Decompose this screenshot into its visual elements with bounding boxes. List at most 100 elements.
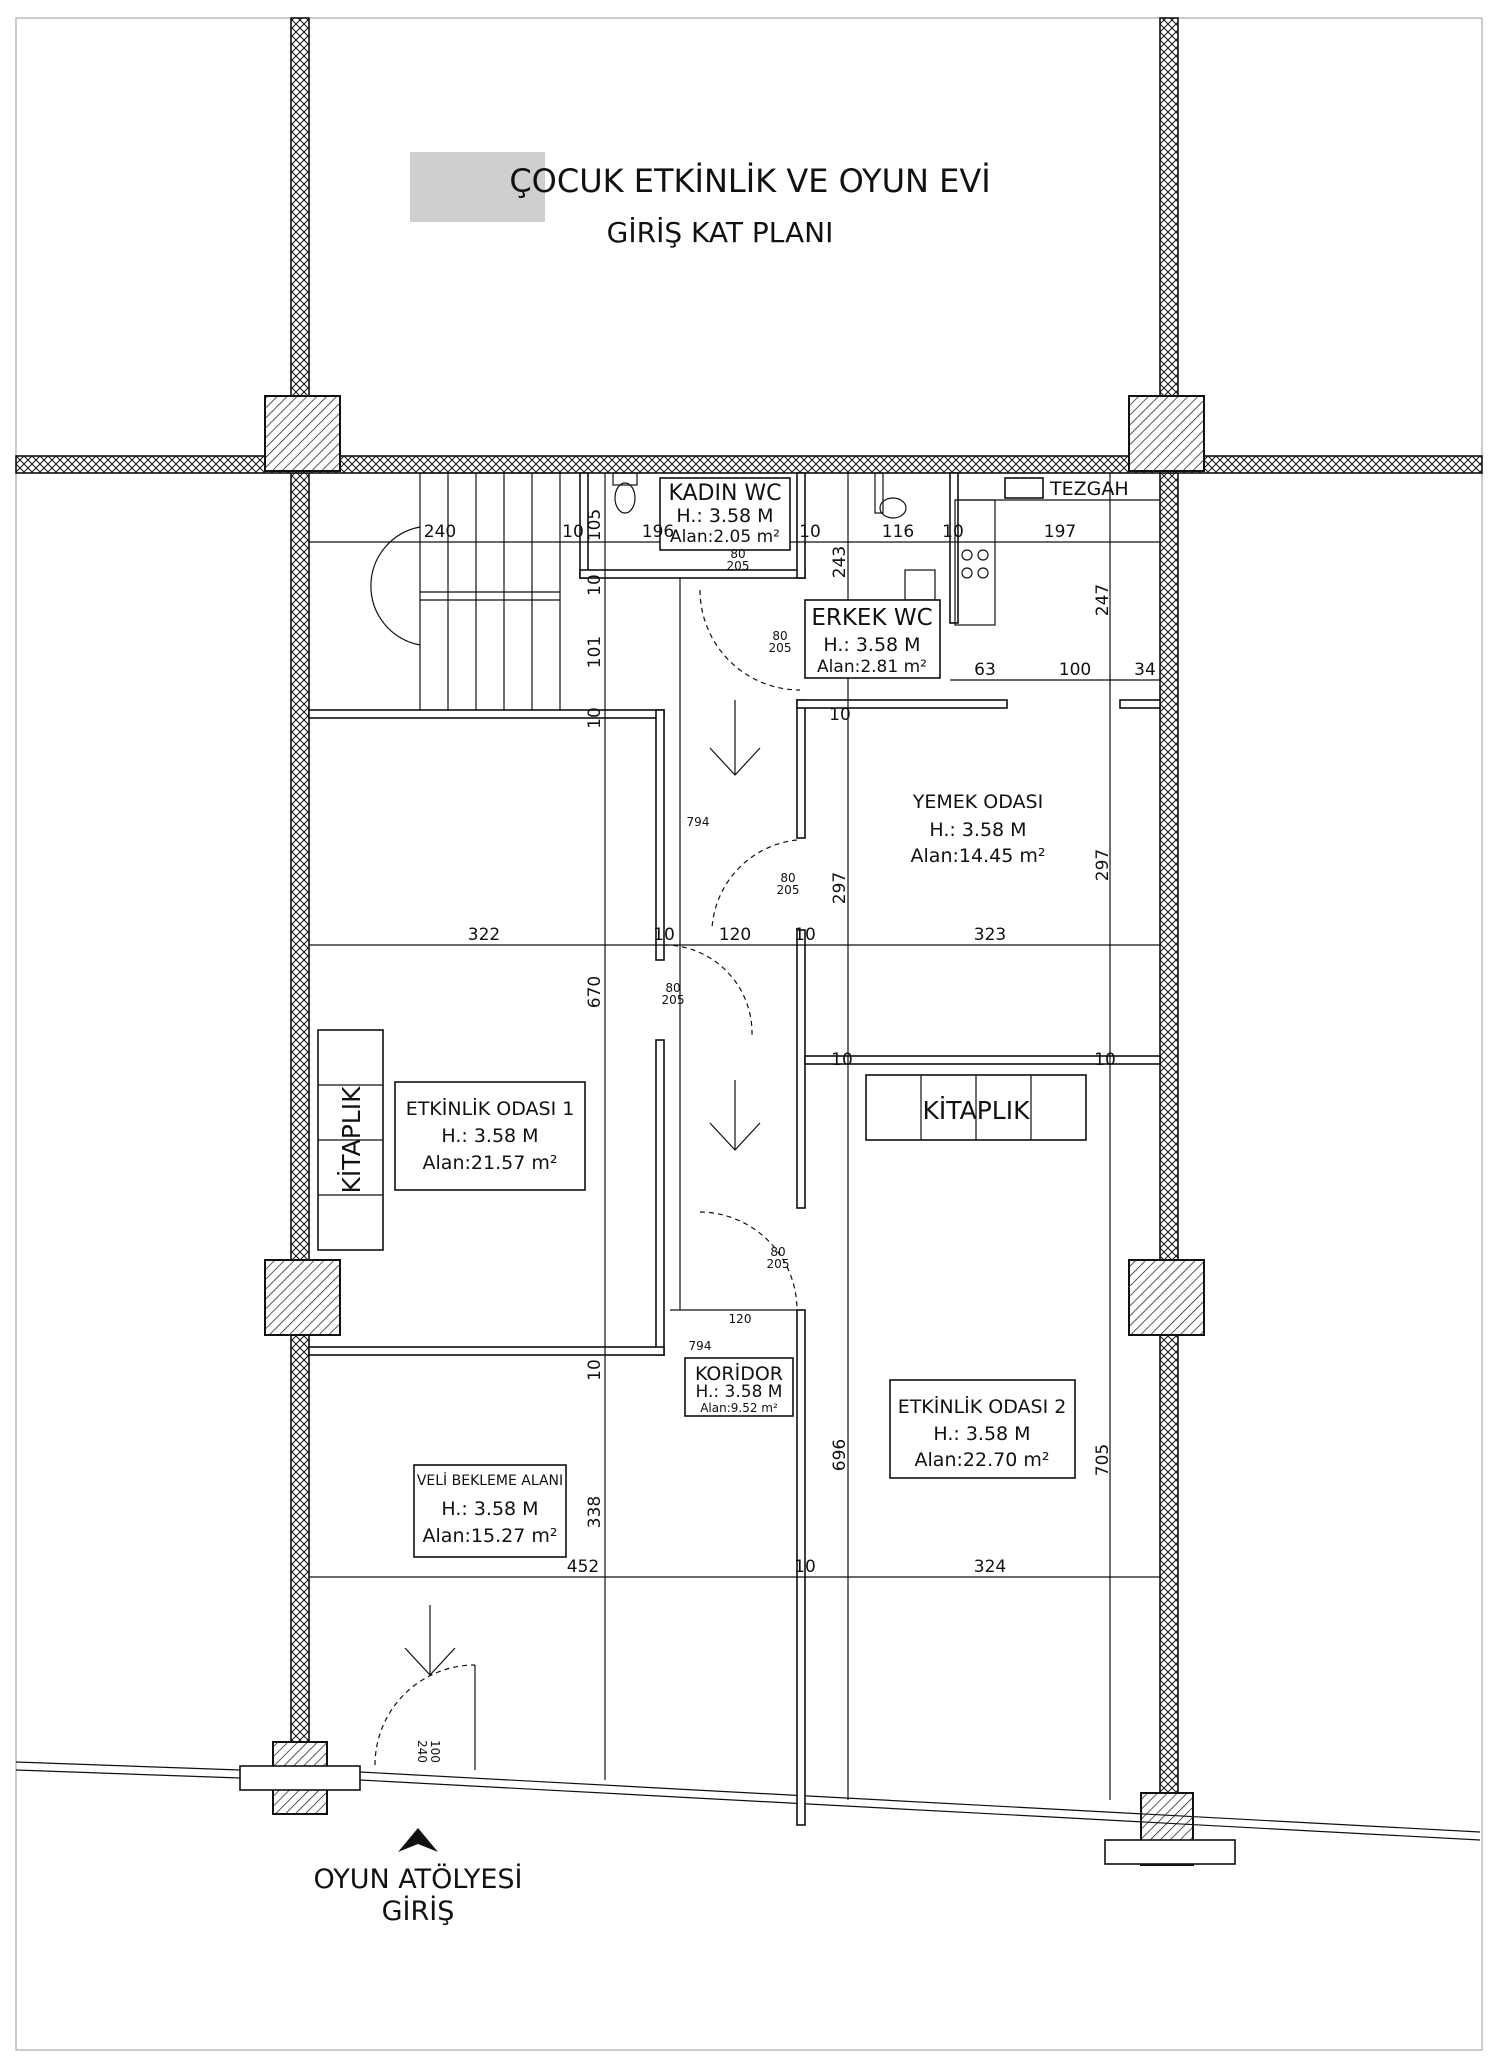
- dimension-text: 101: [585, 636, 605, 668]
- dimension-text: 338: [585, 1496, 605, 1528]
- bookshelf-left: [317, 1029, 384, 1251]
- partition: [655, 709, 665, 961]
- room-label-frame: [889, 1379, 1076, 1479]
- dimension-text: 10: [585, 574, 605, 596]
- dimension-text: 322: [468, 925, 500, 945]
- dimension-text: 243: [830, 546, 850, 578]
- dimension-text: 10: [653, 925, 675, 945]
- dimension-text: 705: [1093, 1444, 1113, 1476]
- room-area: Alan:22.70 m²: [915, 1449, 1050, 1471]
- dimension-text: 10: [585, 1359, 605, 1381]
- kitaplik-label: KİTAPLIK: [923, 1096, 1031, 1125]
- dimension-text: 10: [942, 522, 964, 542]
- top-wall: [15, 455, 1483, 474]
- room-label-frame: [413, 1464, 567, 1558]
- dimension-text: 10: [585, 707, 605, 729]
- tezgah-symbol: [1004, 477, 1044, 499]
- dimension-text: 10: [831, 1050, 853, 1070]
- room-name: KADIN WC: [668, 481, 781, 506]
- room-name: YEMEK ODASI: [912, 791, 1043, 813]
- dimension-text: 794: [687, 815, 710, 829]
- partition: [796, 1309, 806, 1826]
- door-height: 205: [769, 641, 792, 655]
- dimension-text: 324: [974, 1557, 1006, 1577]
- toilet-fixture: [874, 472, 907, 519]
- partition: [579, 569, 806, 579]
- partition: [308, 1346, 665, 1356]
- window-sill: [239, 1765, 361, 1791]
- door-height: 205: [662, 993, 685, 1007]
- room-label-frame: [684, 1357, 794, 1417]
- column: [1128, 1259, 1205, 1336]
- blurred-logo: [410, 152, 545, 222]
- dimension-text: 696: [830, 1439, 850, 1471]
- dimension-text: 196: [642, 522, 674, 542]
- column: [1128, 395, 1205, 472]
- room-area: Alan:15.27 m²: [423, 1525, 558, 1547]
- dimension-text: 10: [794, 1557, 816, 1577]
- partition: [804, 1055, 1161, 1065]
- dimension-text: 297: [830, 872, 850, 904]
- column: [264, 1259, 341, 1336]
- room-height: H.: 3.58 M: [929, 819, 1026, 841]
- room-height: H.: 3.58 M: [441, 1498, 538, 1520]
- partition: [796, 929, 806, 1209]
- sink-fixture: [904, 569, 936, 601]
- dimension-text: 240: [424, 522, 456, 542]
- room-area: Alan:2.81 m²: [817, 657, 927, 677]
- partition: [796, 699, 1008, 709]
- page-frame: [15, 17, 1483, 2051]
- entrance-label: OYUN ATÖLYESİ: [313, 1863, 522, 1895]
- dimension-text: 116: [882, 522, 914, 542]
- door-width: 80: [730, 547, 745, 561]
- room-height: H.: 3.58 M: [696, 1382, 783, 1402]
- partition: [796, 472, 806, 579]
- dimension-text: 452: [567, 1557, 599, 1577]
- dimension-text: 297: [1093, 849, 1113, 881]
- left-wall: [290, 17, 310, 1781]
- door-width: 80: [770, 1245, 785, 1259]
- room-area: Alan:9.52 m²: [700, 1401, 778, 1415]
- window-sill: [1104, 1839, 1236, 1865]
- door-width: 80: [780, 871, 795, 885]
- dimension-lines: [309, 473, 1160, 1800]
- direction-arrows: [404, 700, 761, 1676]
- room-area: Alan:21.57 m²: [423, 1152, 558, 1174]
- plan-subtitle: GİRİŞ KAT PLANI: [607, 216, 834, 249]
- dimension-text: 10: [562, 522, 584, 542]
- dimension-text: 100: [1059, 660, 1091, 680]
- dimension-text: 10: [1094, 1050, 1116, 1070]
- dimension-text: 10: [794, 925, 816, 945]
- dimension-text: 10: [799, 522, 821, 542]
- door-height: 205: [767, 1257, 790, 1271]
- room-name: ERKEK WC: [811, 605, 932, 631]
- dimension-text: 105: [585, 509, 605, 541]
- room-area: Alan:2.05 m²: [670, 527, 780, 547]
- bookshelf-right: [865, 1074, 1087, 1141]
- partition: [655, 1039, 665, 1356]
- partition: [949, 472, 959, 624]
- door-height: 205: [727, 559, 750, 573]
- room-label-frame: [659, 477, 791, 551]
- dimension-text: 323: [974, 925, 1006, 945]
- dimension-text: 34: [1134, 660, 1156, 680]
- door-height: 205: [777, 883, 800, 897]
- dimension-text: 794: [689, 1339, 712, 1353]
- room-label-frame: [394, 1081, 586, 1191]
- partition: [796, 699, 806, 839]
- staircase: [370, 472, 561, 716]
- room-height: H.: 3.58 M: [823, 634, 920, 656]
- room-height: H.: 3.58 M: [441, 1125, 538, 1147]
- column: [264, 395, 341, 472]
- dimension-text: 670: [585, 976, 605, 1008]
- room-name: KORİDOR: [695, 1362, 783, 1385]
- entry-door-height: 240: [415, 1740, 429, 1763]
- room-area: Alan:14.45 m²: [911, 845, 1046, 867]
- partition: [1119, 699, 1161, 709]
- partition: [308, 709, 665, 719]
- room-height: H.: 3.58 M: [676, 505, 773, 527]
- dimension-text: 120: [719, 925, 751, 945]
- room-name: VELİ BEKLEME ALANI: [417, 1471, 563, 1489]
- dimension-text: 63: [974, 660, 996, 680]
